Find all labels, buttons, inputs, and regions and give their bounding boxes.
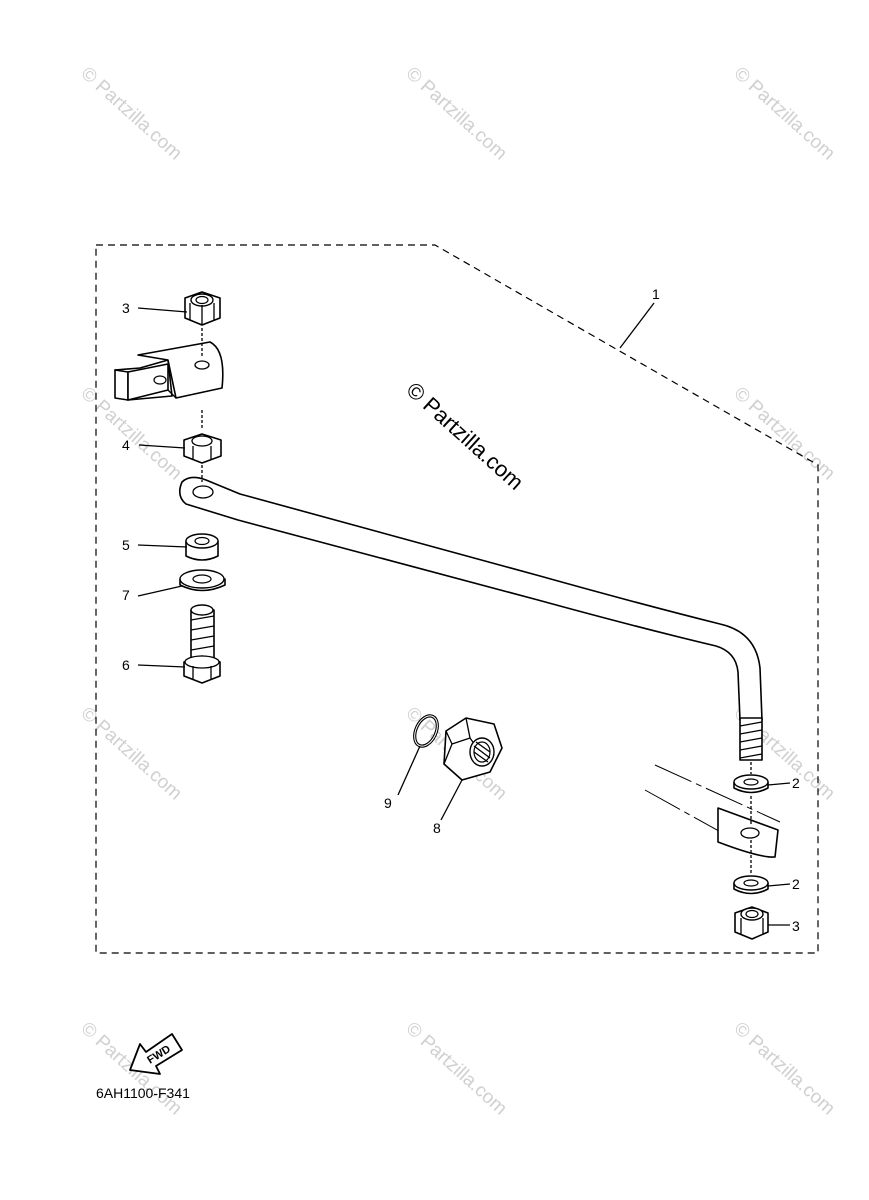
callouts: 3 4 5 7 6 1 2 2 3 9 8	[122, 286, 800, 934]
callout-part-3-upper: 3	[122, 300, 130, 316]
steering-link-rod	[178, 476, 763, 761]
watermark-tile: © Partzilla.com	[730, 1018, 839, 1119]
callout-part-7: 7	[122, 587, 130, 603]
callout-part-4: 4	[122, 437, 130, 453]
leader-lines	[137, 302, 791, 926]
callout-part-9: 9	[384, 795, 392, 811]
washer-7	[179, 569, 226, 592]
callout-part-2-upper: 2	[792, 775, 800, 791]
watermark-tile: © Partzilla.com	[77, 703, 186, 804]
steering-arm	[644, 764, 781, 858]
watermark-tile: © Partzilla.com	[402, 1018, 511, 1119]
watermark-center: © Partzilla.com	[402, 377, 529, 495]
callout-part-8: 8	[433, 820, 441, 836]
lock-nut-lower	[734, 906, 769, 940]
nut-4	[183, 433, 222, 464]
callout-part-1: 1	[652, 286, 660, 302]
callout-part-3-lower: 3	[792, 918, 800, 934]
forward-arrow: FWD	[129, 1033, 183, 1075]
callout-part-6: 6	[122, 657, 130, 673]
watermark-tile: © Partzilla.com	[730, 63, 839, 164]
o-ring-9	[413, 714, 439, 748]
collar-5	[185, 533, 219, 561]
washer-2-lower	[733, 875, 769, 895]
watermark-tiles: © Partzilla.com © Partzilla.com © Partzi…	[77, 63, 839, 1119]
watermark-tile: © Partzilla.com	[77, 63, 186, 164]
callout-part-2-lower: 2	[792, 876, 800, 892]
watermark-tile: © Partzilla.com	[402, 63, 511, 164]
callout-part-5: 5	[122, 537, 130, 553]
nut-8	[443, 717, 503, 781]
assembly-outline	[95, 244, 819, 954]
mounting-bracket	[114, 341, 224, 401]
rod-thread	[739, 717, 763, 761]
lock-nut-upper	[184, 291, 221, 326]
watermark-tile: © Partzilla.com	[730, 383, 839, 484]
bolt-6	[183, 604, 221, 684]
diagram-code: 6AH1100-F341	[96, 1085, 190, 1101]
washer-2-upper	[733, 774, 769, 794]
